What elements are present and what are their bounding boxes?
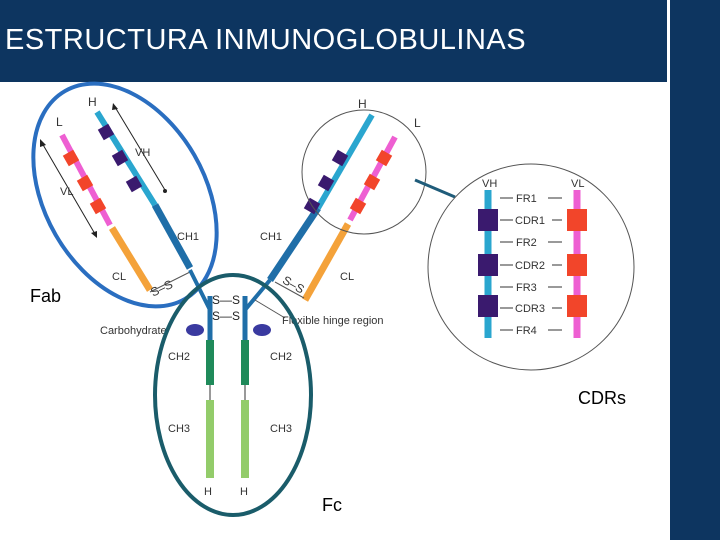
inset-region-labels: FR1 CDR1 FR2 CDR2 FR3 CDR3 FR4 bbox=[500, 193, 562, 337]
heavy-chain-left-cdr-blocks bbox=[97, 123, 143, 193]
label-heavy-right: H bbox=[358, 97, 367, 111]
inset-region-cdr2: CDR2 bbox=[515, 260, 545, 272]
label-ch1-left: CH1 bbox=[177, 231, 199, 243]
title-bar: ESTRUCTURA INMUNOGLOBULINAS bbox=[0, 0, 667, 82]
antibody-diagram: H L VH VL CH1 CL S–S H L CH1 CL S–S S—S bbox=[31, 81, 635, 517]
light-chain-right-constant bbox=[301, 222, 352, 302]
vl-arrow-left bbox=[41, 142, 96, 235]
right-side-bar bbox=[670, 0, 720, 540]
inset-region-fr4: FR4 bbox=[516, 325, 537, 337]
carbohydrate-right bbox=[253, 324, 271, 336]
fc-label: Fc bbox=[322, 495, 342, 515]
heavy-chain-right-constant bbox=[267, 206, 321, 282]
label-ss-left: S–S bbox=[148, 277, 174, 299]
label-heavy-left: H bbox=[88, 95, 97, 109]
label-cl-right: CL bbox=[340, 271, 354, 283]
vh-arrow-left-head-bottom bbox=[163, 189, 167, 193]
light-chain-right-cdr-blocks bbox=[349, 149, 393, 215]
label-light-right: L bbox=[414, 116, 421, 130]
label-hinge: Flexible hinge region bbox=[282, 315, 384, 327]
hinge-pointer bbox=[254, 299, 286, 319]
label-ss-hinge-bottom: S—S bbox=[212, 309, 240, 323]
inset-region-fr1: FR1 bbox=[516, 193, 537, 205]
heavy-chain-right-variable bbox=[315, 113, 375, 210]
label-vl-left: VL bbox=[60, 186, 73, 198]
inset-circle bbox=[427, 163, 635, 371]
disulfide-line-right bbox=[274, 281, 305, 299]
inset-cdr-heavy-blocks bbox=[478, 209, 498, 317]
label-light-left: L bbox=[56, 115, 63, 129]
label-ss-hinge-top: S—S bbox=[212, 293, 240, 307]
label-carbohydrate: Carbohydrate bbox=[100, 325, 167, 337]
carbohydrate-left bbox=[186, 324, 204, 336]
light-chain-left-constant bbox=[109, 226, 153, 292]
label-inset-vh: VH bbox=[482, 178, 497, 190]
vl-arrow-left-head-top bbox=[40, 139, 46, 147]
vh-arrow-left bbox=[114, 106, 166, 191]
label-vh-left: VH bbox=[135, 147, 150, 159]
inset-region-fr2: FR2 bbox=[516, 237, 537, 249]
light-chain-left-cdr-blocks bbox=[62, 149, 107, 215]
inset-region-fr3: FR3 bbox=[516, 282, 537, 294]
label-h-bottom-left: H bbox=[204, 486, 212, 498]
heavy-chain-left-constant bbox=[151, 203, 194, 270]
hinge-strand-left bbox=[188, 269, 212, 311]
inset-cdr-light-blocks bbox=[567, 209, 587, 317]
label-ch3-left: CH3 bbox=[168, 423, 190, 435]
cdrs-label: CDRs bbox=[578, 388, 626, 408]
label-inset-vl: VL bbox=[571, 178, 584, 190]
fab-label: Fab bbox=[30, 286, 62, 306]
vh-arrow-left-head-top bbox=[112, 103, 118, 110]
label-ch1-right: CH1 bbox=[260, 231, 282, 243]
label-cl-left: CL bbox=[112, 271, 126, 283]
inset-region-cdr1: CDR1 bbox=[515, 215, 545, 227]
zoom-connector bbox=[414, 178, 456, 199]
inset-region-cdr3: CDR3 bbox=[515, 303, 545, 315]
page-title: ESTRUCTURA INMUNOGLOBULINAS bbox=[5, 24, 527, 56]
variable-region-circle bbox=[301, 109, 427, 235]
label-ss-right: S–S bbox=[280, 273, 307, 296]
vl-arrow-left-head-bottom bbox=[91, 231, 97, 238]
right-bar-gap bbox=[667, 0, 670, 540]
fc-ring bbox=[153, 273, 313, 517]
heavy-chain-right-cdr-blocks bbox=[303, 149, 349, 215]
label-ch2-right: CH2 bbox=[270, 351, 292, 363]
label-ch2-left: CH2 bbox=[168, 351, 190, 363]
label-ch3-right: CH3 bbox=[270, 423, 292, 435]
label-h-bottom-right: H bbox=[240, 486, 248, 498]
disulfide-line-left bbox=[149, 271, 191, 293]
